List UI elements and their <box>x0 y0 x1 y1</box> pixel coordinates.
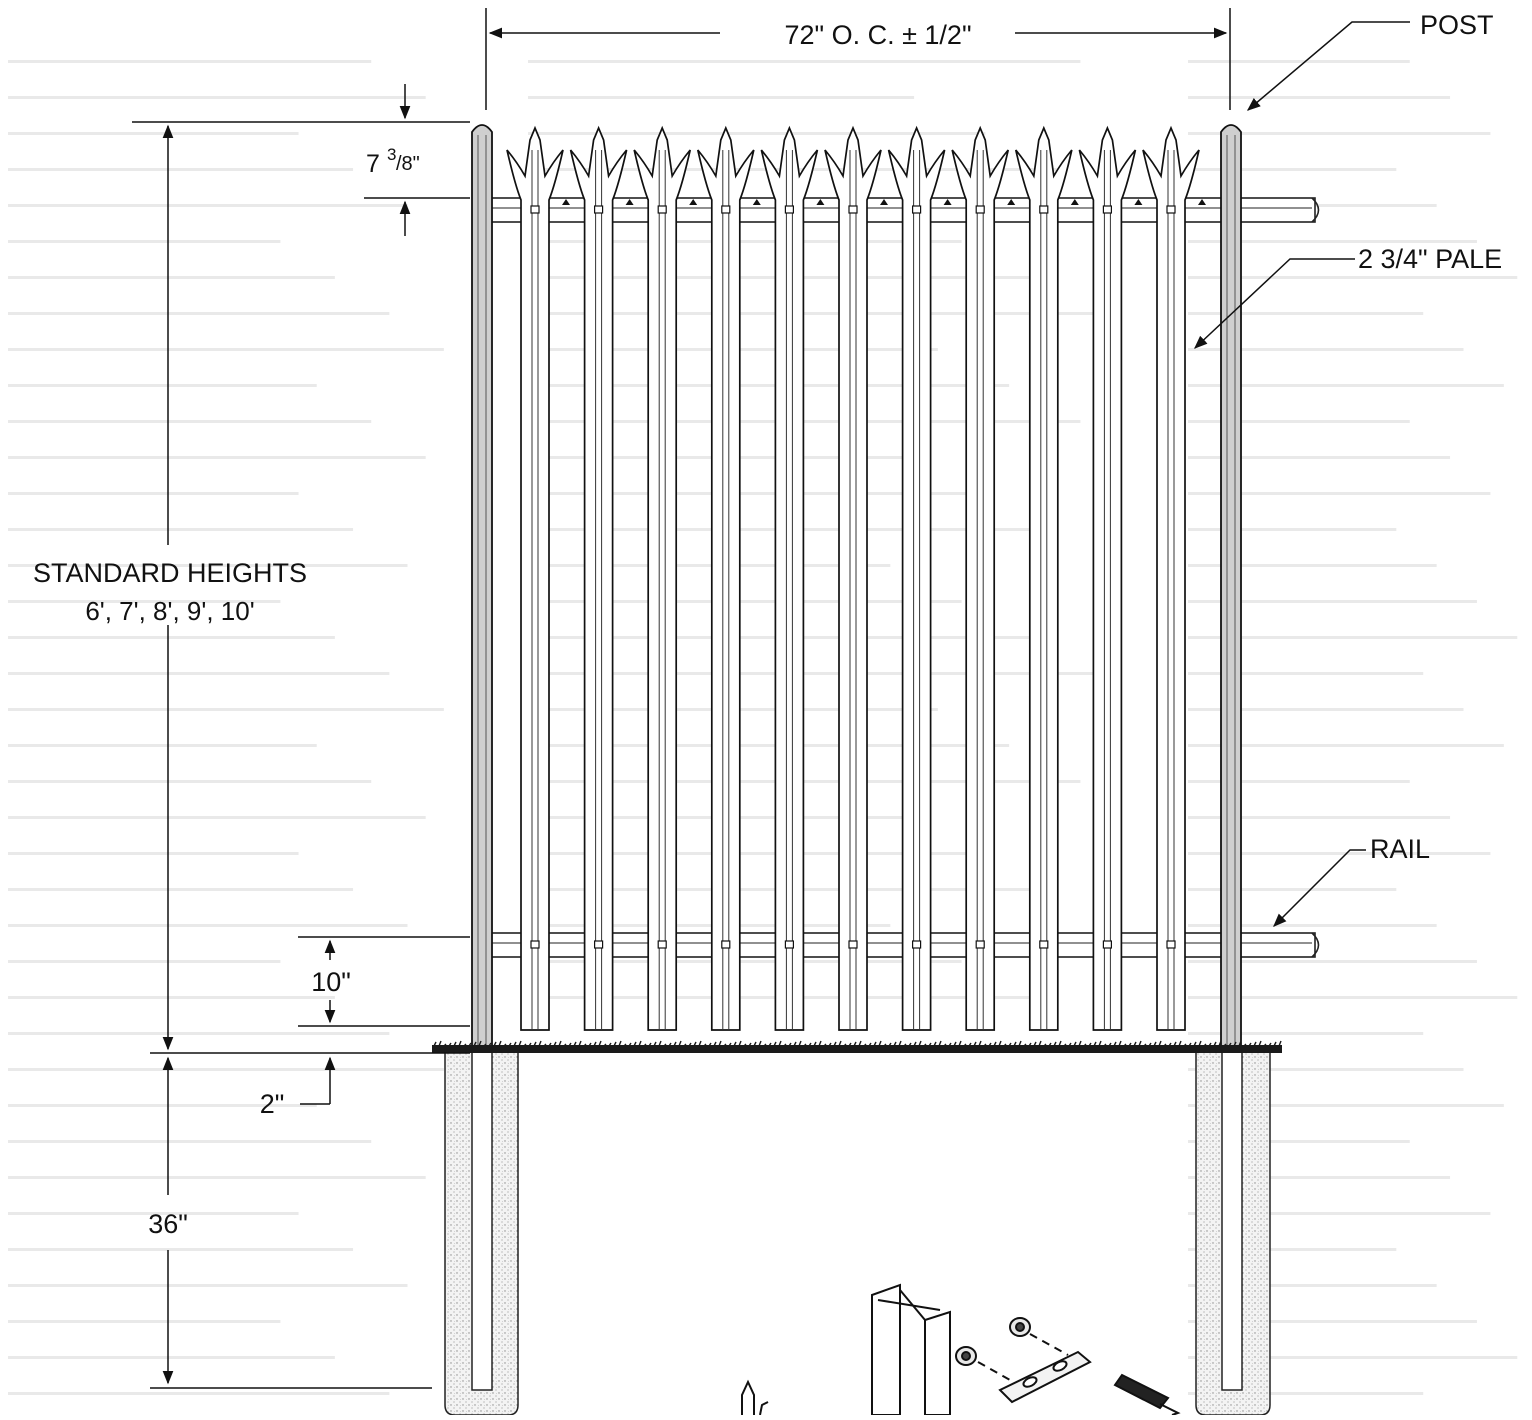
post-label: POST <box>1420 10 1494 40</box>
spacing-label: 72" O. C. ± 1/2" <box>784 20 971 50</box>
embed-label: 36" <box>148 1209 188 1239</box>
tip-num: 3 <box>387 145 396 164</box>
pale-label: 2 3/4" PALE <box>1358 244 1502 274</box>
pale <box>506 125 570 1031</box>
pale <box>951 125 1016 1031</box>
pale <box>824 125 888 1031</box>
bottom-gap-dimension: 10" <box>298 936 470 1027</box>
pale <box>569 125 634 1031</box>
pale <box>696 125 761 1031</box>
pale <box>1014 125 1079 1031</box>
rail-label: RAIL <box>1370 834 1430 864</box>
post-callout: POST <box>1246 10 1494 111</box>
bracket-detail <box>741 1283 1181 1416</box>
heights-title: STANDARD HEIGHTS <box>33 558 307 588</box>
pale <box>887 125 952 1031</box>
pale <box>1078 125 1143 1031</box>
ground-line <box>432 1040 1282 1053</box>
embed-dimension: 36" <box>148 1056 432 1389</box>
tip-whole: 7 <box>366 150 380 178</box>
pale <box>1142 125 1206 1031</box>
height-dimension: STANDARD HEIGHTS 6', 7', 8', 9', 10' <box>33 124 470 1054</box>
tip-den: /8" <box>396 153 420 175</box>
tip-dimension: 7 3 /8" <box>132 84 470 236</box>
ground-gap-label: 2" <box>260 1089 285 1119</box>
bottom-gap-label: 10" <box>311 967 351 997</box>
pales-group <box>506 125 1206 1031</box>
background-texture <box>8 60 1518 1395</box>
pale <box>760 125 825 1031</box>
concrete-footing-right <box>1195 1051 1271 1416</box>
rail-callout: RAIL <box>1273 834 1430 927</box>
concrete-footing-left <box>444 1051 519 1416</box>
heights-values: 6', 7', 8', 9', 10' <box>85 596 254 626</box>
ground-gap-dimension: 2" <box>260 1056 336 1119</box>
post-right <box>1220 124 1242 1053</box>
pale-callout: 2 3/4" PALE <box>1194 244 1502 349</box>
pale <box>633 125 698 1031</box>
spacing-dimension: 72" O. C. ± 1/2" <box>485 8 1231 110</box>
post-left <box>471 124 493 1053</box>
